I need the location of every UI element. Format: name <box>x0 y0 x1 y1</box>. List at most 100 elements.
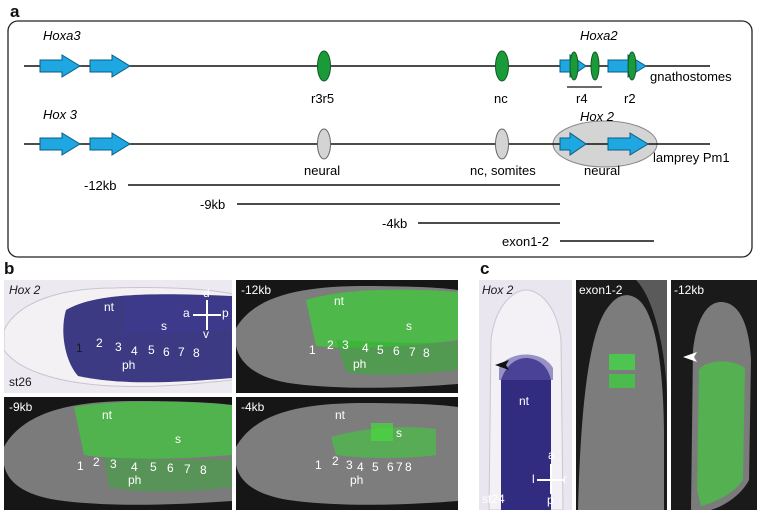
neural-label: neural <box>304 163 340 178</box>
panel-a-letter: a <box>10 2 20 21</box>
hox3-label: Hox 3 <box>43 107 78 122</box>
hoxa3-exon1-arrow <box>39 54 81 78</box>
enhancer-nc-somites <box>495 128 509 160</box>
enhancer-r4-b <box>590 51 600 81</box>
b4-num-6: 6 <box>387 460 394 474</box>
c3-arrowhead-icon <box>683 352 697 362</box>
b4-num-3: 3 <box>346 458 353 472</box>
construct-12kb-label: -12kb <box>84 178 117 193</box>
panel-b-letter: b <box>4 259 15 278</box>
lamprey-label: lamprey Pm1 <box>653 150 730 165</box>
c3-embryo-shape <box>691 302 751 510</box>
c1-stage: st24 <box>482 492 505 506</box>
b3-num-3: 3 <box>110 457 117 471</box>
b3-s: s <box>175 432 181 446</box>
c1-arrowhead-icon <box>495 360 509 370</box>
construct-9kb-label: -9kb <box>200 197 225 212</box>
b2-ph: ph <box>353 357 367 371</box>
c2-title: exon1-2 <box>579 283 623 297</box>
panel-b-4kb-image: -4kb nt s ph 1 2 3 4 5 6 7 8 <box>236 397 458 510</box>
c1-axis-p: p <box>547 493 554 507</box>
b4-nt: nt <box>335 408 346 422</box>
b2-num-1: 1 <box>309 343 316 357</box>
b2-embryo-shape <box>236 286 458 388</box>
nc-somites-label: nc, somites <box>470 163 536 178</box>
b4-s: s <box>396 426 402 440</box>
panel-b-12kb-image: -12kb nt s ph 1 2 3 4 5 6 7 8 <box>236 280 458 393</box>
hoxa3-exon2-arrow <box>89 54 131 78</box>
b4-num-1: 1 <box>315 458 322 472</box>
panel-b-9kb-image: -9kb nt s ph 1 2 3 4 5 6 7 8 <box>4 397 232 510</box>
b1-axis-a: a <box>183 306 190 320</box>
b2-nt: nt <box>334 294 345 308</box>
b2-num-2: 2 <box>327 338 334 352</box>
c1-axis-a: a <box>548 448 555 462</box>
b4-num-7: 7 <box>396 460 403 474</box>
b1-num-1: 1 <box>76 341 83 355</box>
b4-num-8: 8 <box>405 460 412 474</box>
b1-axis-p: p <box>222 306 229 320</box>
b2-num-4: 4 <box>362 341 369 355</box>
panel-c-exon12-image: exon1-2 <box>576 280 667 510</box>
r4-label: r4 <box>576 91 588 106</box>
b1-axis-cross <box>193 300 221 330</box>
hoxa3-label: Hoxa3 <box>43 28 81 43</box>
c3-title: -12kb <box>674 283 705 297</box>
b2-num-7: 7 <box>409 345 416 359</box>
hoxa2-exon2-arrow <box>607 54 647 78</box>
b4-ph: ph <box>350 473 364 487</box>
b2-num-6: 6 <box>393 344 400 358</box>
enhancer-neural <box>317 128 331 160</box>
b4-title: -4kb <box>241 400 265 414</box>
b2-title: -12kb <box>241 283 272 297</box>
b1-num-7: 7 <box>178 345 185 359</box>
construct-exon12-label: exon1-2 <box>502 234 549 249</box>
panel-c-letter: c <box>480 259 490 278</box>
nc-label: nc <box>494 91 508 106</box>
hox3-exon2-arrow <box>89 132 131 156</box>
hox2-exon2-arrow <box>607 132 649 156</box>
b1-num-3: 3 <box>115 340 122 354</box>
b1-num-6: 6 <box>163 345 170 359</box>
b4-num-2: 2 <box>332 454 339 468</box>
b2-num-3: 3 <box>342 338 349 352</box>
b1-stage: st26 <box>9 375 32 389</box>
panel-a-frame <box>7 20 753 258</box>
r2-label: r2 <box>624 91 636 106</box>
hox3-exon1-arrow <box>39 132 81 156</box>
embryo-stained-shape <box>4 286 232 388</box>
c2-embryo-shape <box>578 280 667 510</box>
panel-c-insitu-image: Hox 2 nt st24 a p l r <box>479 280 572 510</box>
c1-nt: nt <box>519 394 530 408</box>
panel-b-insitu-image: Hox 2 st26 nt s ph 1 2 3 4 5 6 7 8 d v a… <box>4 280 232 393</box>
enhancer-r4-a <box>569 51 579 81</box>
hox2-label: Hox 2 <box>580 109 615 124</box>
c1-embryo-shape <box>488 289 564 510</box>
b3-num-8: 8 <box>200 463 207 477</box>
c1-axis-cross <box>537 464 565 494</box>
b1-ph: ph <box>122 358 136 372</box>
b1-nt: nt <box>104 300 115 314</box>
construct-4kb-label: -4kb <box>382 216 407 231</box>
b3-num-6: 6 <box>167 461 174 475</box>
hox2-exon1-arrow <box>559 132 587 156</box>
b3-num-7: 7 <box>184 462 191 476</box>
b3-num-1: 1 <box>77 459 84 473</box>
b1-num-5: 5 <box>148 343 155 357</box>
b3-num-5: 5 <box>150 460 157 474</box>
b3-num-2: 2 <box>93 455 100 469</box>
enhancer-nc <box>495 50 509 82</box>
b4-num-5: 5 <box>372 460 379 474</box>
hoxa2-label: Hoxa2 <box>580 28 618 43</box>
b1-s: s <box>161 319 167 333</box>
b4-num-4: 4 <box>357 460 364 474</box>
b1-axis-v: v <box>203 327 209 341</box>
b3-embryo-shape <box>4 401 232 505</box>
b1-num-2: 2 <box>96 336 103 350</box>
c1-axis-r: r <box>563 472 567 486</box>
b3-title: -9kb <box>9 400 33 414</box>
b4-embryo-shape <box>236 403 458 505</box>
b1-num-8: 8 <box>193 346 200 360</box>
b3-num-4: 4 <box>131 460 138 474</box>
c1-axis-l: l <box>532 472 535 486</box>
